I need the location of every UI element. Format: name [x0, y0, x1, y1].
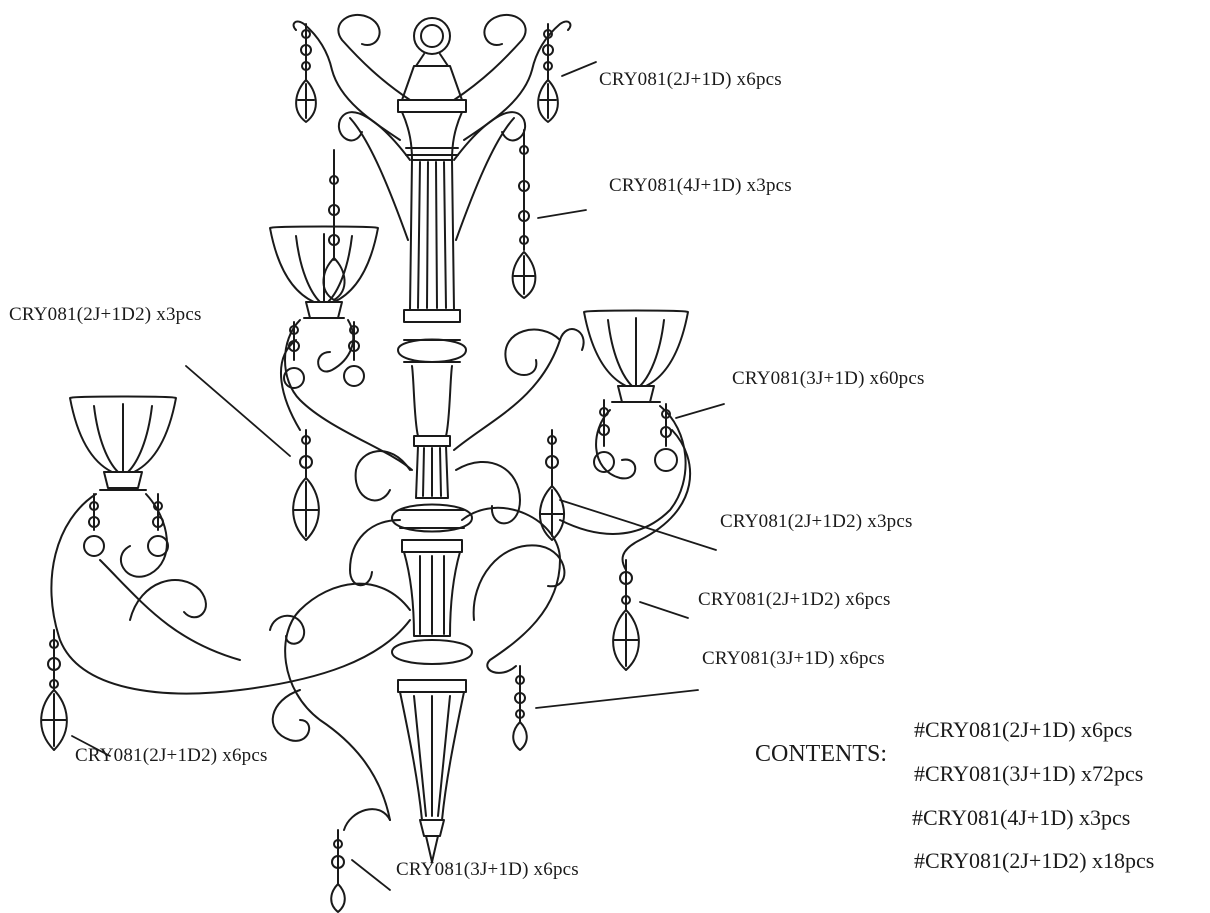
crystal-drop: [330, 829, 346, 913]
callout-label: CRY081(2J+1D2) x6pcs: [75, 745, 268, 766]
crystal-drop: [292, 429, 320, 541]
crystal-drop: [612, 559, 640, 671]
crystal-drop: [295, 23, 317, 123]
leader-lines: [71, 61, 725, 891]
crystal-drop: [40, 629, 68, 751]
contents-item: #CRY081(3J+1D) x72pcs: [914, 761, 1144, 786]
crystal-drops: [40, 23, 678, 913]
crystal-drop: [343, 321, 365, 387]
callout-label: CRY081(2J+1D2) x6pcs: [698, 589, 891, 610]
contents-item: #CRY081(2J+1D) x6pcs: [914, 717, 1133, 742]
callout-label: CRY081(2J+1D) x6pcs: [599, 69, 782, 90]
crystal-drop: [322, 149, 346, 301]
crystal-drop: [83, 493, 105, 557]
central-column: [391, 17, 473, 863]
callout-label: CRY081(4J+1D) x3pcs: [609, 175, 792, 196]
crystal-drop: [511, 129, 537, 299]
callout-label: CRY081(3J+1D) x60pcs: [732, 368, 925, 389]
lower-right-arms: [349, 450, 566, 674]
contents-title: CONTENTS:: [755, 741, 887, 767]
callout-label: CRY081(2J+1D2) x3pcs: [720, 511, 913, 532]
callout-label: CRY081(3J+1D) x6pcs: [702, 648, 885, 669]
contents-item: #CRY081(4J+1D) x3pcs: [912, 805, 1131, 830]
crystal-drop: [537, 23, 559, 123]
callout-label: CRY081(2J+1D2) x3pcs: [9, 304, 202, 325]
crystal-drop: [512, 665, 528, 751]
crystal-drop: [593, 399, 615, 473]
crystal-drop: [654, 403, 678, 472]
callout-label: CRY081(3J+1D) x6pcs: [396, 859, 579, 880]
crystal-drop: [538, 429, 566, 541]
upper-left-cup: [269, 225, 413, 471]
crystal-drop: [147, 493, 169, 557]
crystal-drop: [283, 321, 305, 389]
contents-item: #CRY081(2J+1D2) x18pcs: [914, 848, 1155, 873]
top-scroll-arms: [292, 13, 572, 241]
